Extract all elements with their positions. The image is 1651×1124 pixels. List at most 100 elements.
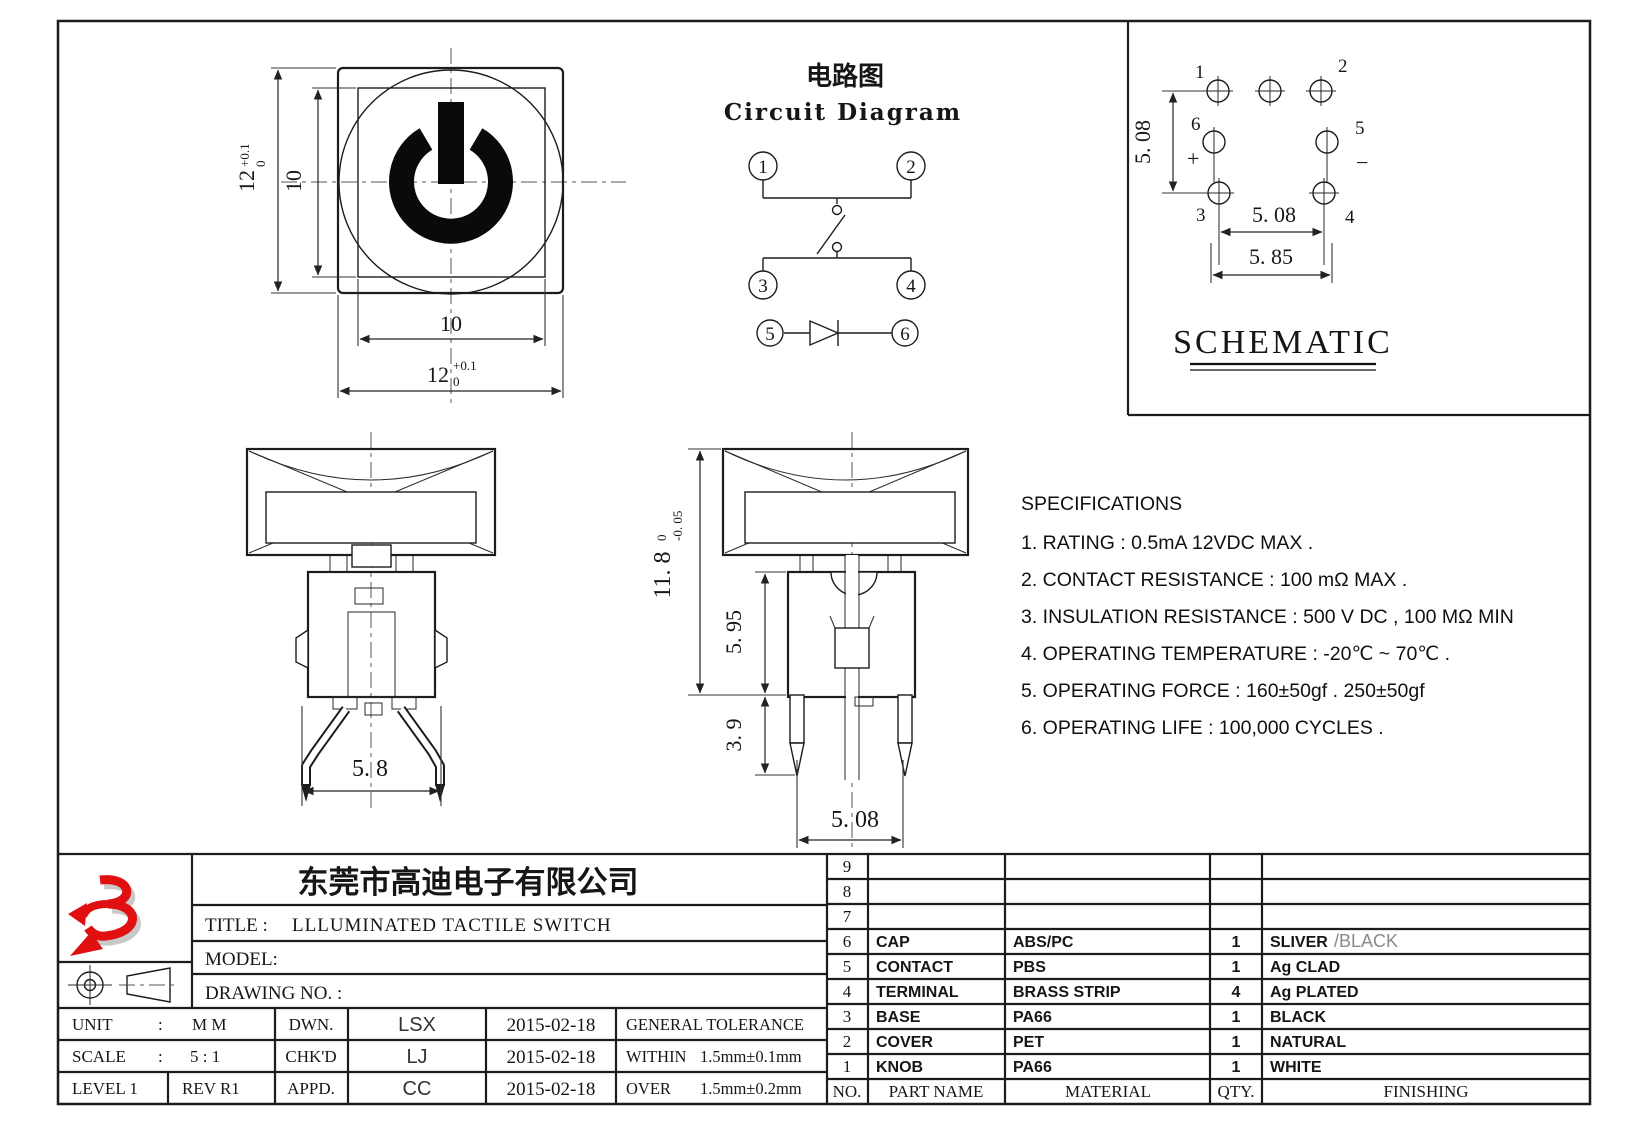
unit-label: UNIT	[72, 1015, 113, 1034]
side-cap	[721, 447, 970, 557]
terminal-6: 6	[900, 324, 910, 345]
svg-text:1: 1	[1232, 959, 1241, 976]
svg-text:COVER: COVER	[876, 1034, 933, 1051]
svg-text:4: 4	[843, 982, 852, 1001]
spec-item-2: 2. CONTACT RESISTANCE : 100 mΩ MAX .	[1021, 569, 1407, 591]
pin-center	[1255, 76, 1285, 106]
chk-name: LJ	[406, 1046, 427, 1068]
svg-text:/BLACK: /BLACK	[1334, 931, 1398, 951]
svg-text:0: 0	[453, 374, 460, 389]
svg-text:6: 6	[843, 932, 852, 951]
svg-text:10: 10	[281, 170, 306, 192]
circuit-title-cn: 电路图	[806, 61, 884, 91]
terminal-3: 3	[758, 276, 768, 297]
power-symbol-icon	[389, 102, 513, 244]
specs-title: SPECIFICATIONS	[1021, 493, 1182, 515]
schematic-view: 5. 08 1 2 6 + 5 − 3 4 5. 08 5. 85 SCHEMA…	[1126, 21, 1590, 417]
terminal-1: 1	[758, 157, 768, 178]
svg-text:0: 0	[253, 161, 268, 168]
svg-text:NO.: NO.	[833, 1082, 862, 1101]
led-symbol	[784, 319, 892, 347]
dim-label-12-horizontal: 12 +0.1 0	[427, 358, 477, 389]
dim-label-12-vertical: 12 +0.1 0	[234, 143, 268, 192]
cap-outline-inner	[357, 87, 546, 278]
title-label: TITLE :	[205, 915, 268, 936]
appd-label: APPD.	[287, 1079, 335, 1098]
svg-text:1: 1	[1232, 1059, 1241, 1076]
spec-item-5: 5. OPERATING FORCE : 160±50gf . 250±50gf	[1021, 680, 1425, 702]
projection-symbols	[68, 965, 178, 1005]
pin-label-1: 1	[1195, 62, 1205, 83]
svg-text:NATURAL: NATURAL	[1270, 1034, 1346, 1051]
svg-text:ABS/PC: ABS/PC	[1013, 934, 1074, 951]
spec-item-3: 3. INSULATION RESISTANCE : 500 V DC , 10…	[1021, 606, 1514, 628]
svg-text:1: 1	[1232, 934, 1241, 951]
model-label: MODEL:	[205, 949, 278, 970]
specifications: SPECIFICATIONS 1. RATING : 0.5mA 12VDC M…	[1021, 493, 1514, 739]
table-part-names: CAP CONTACT TERMINAL BASE COVER KNOB PAR…	[876, 934, 983, 1101]
svg-text:BRASS STRIP: BRASS STRIP	[1013, 984, 1121, 1001]
company-name: 东莞市高迪电子有限公司	[298, 865, 639, 900]
pin-label-2: 2	[1338, 56, 1348, 77]
svg-text:5. 95: 5. 95	[721, 610, 746, 654]
dim-label-3-9: 3. 9	[721, 719, 746, 752]
svg-text:-0. 05: -0. 05	[670, 511, 685, 541]
svg-text:KNOB: KNOB	[876, 1059, 923, 1076]
dim-label-10-horizontal: 10	[440, 311, 462, 336]
frustum-symbol	[126, 967, 171, 1003]
tolerance-over-label: OVER	[626, 1079, 671, 1098]
pin-6	[1202, 127, 1226, 157]
front-body	[295, 570, 448, 716]
tolerance-within-label: WITHIN	[626, 1047, 687, 1066]
dim-label-pitch-vertical: 5. 08	[1130, 120, 1155, 164]
title-value: LLLUMINATED TACTILE SWITCH	[292, 915, 612, 936]
svg-text:5. 08: 5. 08	[1130, 120, 1155, 164]
rev-label: REV R1	[182, 1079, 240, 1098]
dwn-label: DWN.	[289, 1015, 334, 1034]
svg-text:PET: PET	[1013, 1034, 1044, 1051]
svg-text:2: 2	[843, 1032, 852, 1051]
company-logo	[68, 875, 141, 956]
tolerance-within-value: 1.5mm±0.1mm	[700, 1047, 802, 1066]
svg-text:SLIVER: SLIVER	[1270, 934, 1328, 951]
appd-date: 2015-02-18	[507, 1079, 596, 1100]
scale-colon: :	[158, 1047, 163, 1066]
logo-arrow-mid	[68, 903, 87, 926]
front-legs	[301, 706, 445, 802]
table-finishings: SLIVER /BLACK Ag CLAD Ag PLATED BLACK NA…	[1270, 931, 1469, 1101]
svg-text:WHITE: WHITE	[1270, 1059, 1322, 1076]
terminal-4: 4	[906, 276, 916, 297]
dim-label-5-08-pitch: 5. 08	[831, 807, 879, 833]
dim-label-5-85: 5. 85	[1249, 244, 1293, 269]
svg-text:TERMINAL: TERMINAL	[876, 984, 959, 1001]
table-row-numbers: 9 8 7 6 5 4 3 2 1 NO.	[833, 857, 862, 1101]
spec-item-6: 6. OPERATING LIFE : 100,000 CYCLES .	[1021, 717, 1384, 739]
pin-label-4: 4	[1345, 207, 1355, 228]
dim-label-11-8: 11. 8 0 -0. 05	[650, 511, 685, 599]
level-label: LEVEL 1	[72, 1079, 138, 1098]
pin-4	[1309, 178, 1339, 208]
svg-text:BLACK: BLACK	[1270, 1009, 1326, 1026]
drawing-no-label: DRAWING NO. :	[205, 983, 342, 1004]
svg-text:1: 1	[1232, 1034, 1241, 1051]
pin-2	[1306, 76, 1336, 106]
pin-label-5: 5	[1355, 118, 1365, 139]
terminal-5: 5	[765, 324, 775, 345]
unit-colon: :	[158, 1015, 163, 1034]
dim-label-5-95: 5. 95	[721, 610, 746, 654]
svg-text:11. 8: 11. 8	[650, 551, 676, 598]
scale-label: SCALE	[72, 1047, 126, 1066]
svg-text:Ag PLATED: Ag PLATED	[1270, 984, 1359, 1001]
side-view: 11. 8 0 -0. 05 5. 95 3. 9 5. 08	[650, 432, 970, 852]
spec-item-4: 4. OPERATING TEMPERATURE : -20℃ ~ 70℃ .	[1021, 643, 1450, 665]
svg-text:CAP: CAP	[876, 934, 910, 951]
svg-text:7: 7	[843, 907, 852, 926]
svg-text:1: 1	[843, 1057, 852, 1076]
terminal-2: 2	[906, 157, 916, 178]
circuit-title-en: Circuit Diagram	[724, 99, 962, 126]
chk-label: CHK'D	[285, 1047, 336, 1066]
circuit-diagram: 电路图 Circuit Diagram 1 2 3 4 5 6	[724, 61, 962, 347]
pin-label-6: 6	[1191, 114, 1201, 135]
